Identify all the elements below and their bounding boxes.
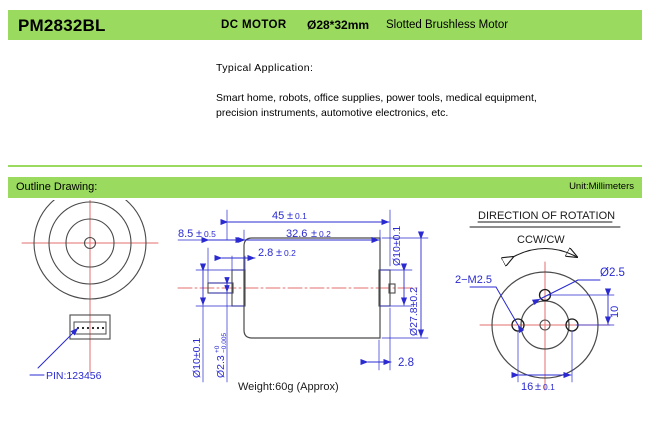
svg-text:±: ± (276, 247, 282, 259)
svg-text:0.5: 0.5 (204, 229, 216, 239)
svg-text:−0.005: −0.005 (221, 333, 228, 353)
svg-text:±: ± (535, 381, 541, 393)
dim-pin-hole: Ø2.5 (600, 267, 625, 279)
dim-overall-length: 45 (272, 210, 284, 222)
motor-size-label: Ø28*32mm (307, 18, 370, 32)
svg-text:±: ± (287, 210, 293, 222)
outline-drawing-bar: Outline Drawing: Unit:Millimeters (8, 177, 642, 198)
svg-text:0.1: 0.1 (543, 382, 555, 392)
dim-shaft-length: 8.5 (178, 228, 193, 240)
outline-drawing-label: Outline Drawing: (16, 181, 98, 193)
weight-label: Weight:60g (Approx) (238, 381, 339, 393)
dim-body-diameter: Ø27.8±0.2 (408, 287, 420, 336)
dim-rear-boss-depth: 2.8 (398, 357, 414, 369)
dim-hole-offset-vertical: 10 (609, 306, 621, 318)
dim-hole-spacing: 16 (521, 381, 533, 393)
outline-drawing-canvas: PIN:123456 (0, 200, 650, 434)
motor-type-label: DC MOTOR (221, 19, 287, 31)
svg-text:±: ± (196, 228, 202, 240)
title-bar: PM2832BL DC MOTOR Ø28*32mm Slotted Brush… (8, 10, 642, 40)
dim-shaft-diameter: Ø2.3 +0 −0.005 (214, 333, 228, 378)
svg-text:±: ± (311, 228, 317, 240)
dim-rear-boss-diameter: Ø10±0.1 (191, 338, 203, 378)
svg-text:0.2: 0.2 (284, 248, 296, 258)
svg-text:0.2: 0.2 (319, 229, 331, 239)
application-text: Smart home, robots, office supplies, pow… (216, 91, 636, 121)
svg-text:0.1: 0.1 (295, 211, 307, 221)
pin-label: PIN:123456 (46, 370, 102, 382)
dim-screw-holes: 2−M2.5 (455, 274, 492, 286)
svg-text:+0: +0 (214, 345, 221, 353)
dim-boss-length: 2.8 (258, 247, 273, 259)
dim-boss-diameter: Ø10±0.1 (391, 226, 403, 266)
rotation-title: DIRECTION OF ROTATION (478, 210, 615, 222)
application-line-1: Smart home, robots, office supplies, pow… (216, 92, 537, 104)
unit-label: Unit:Millimeters (569, 181, 634, 192)
rear-view-group (21, 200, 159, 376)
section-divider (8, 165, 642, 167)
application-line-2: precision instruments, automotive electr… (216, 107, 449, 119)
motor-description-label: Slotted Brushless Motor (386, 19, 509, 31)
model-number: PM2832BL (18, 16, 106, 35)
application-block: Typical Application: Smart home, robots,… (216, 62, 636, 121)
rotation-value: CCW/CW (517, 234, 565, 246)
svg-text:Ø2.3: Ø2.3 (215, 355, 227, 378)
front-view-group (469, 221, 621, 391)
dim-body-length: 32.6 (286, 228, 307, 240)
application-title: Typical Application: (216, 62, 314, 74)
side-view-group (177, 209, 429, 383)
